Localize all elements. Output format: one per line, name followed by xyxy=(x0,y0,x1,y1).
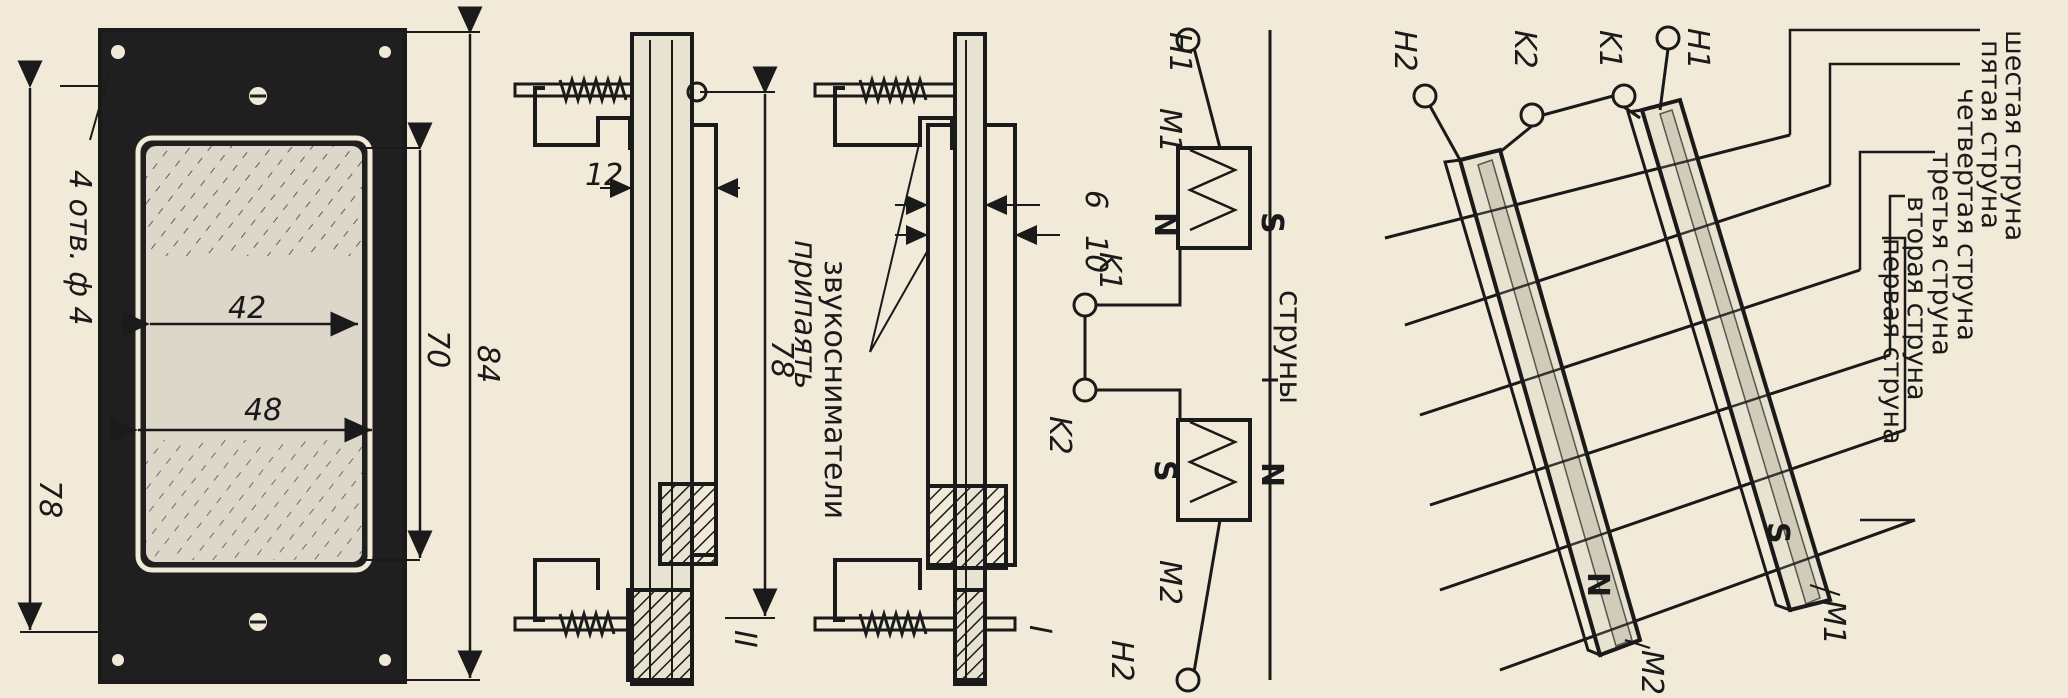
coil-label-m2: M2 xyxy=(1152,560,1187,605)
hatched-block xyxy=(626,588,694,682)
magnet-label-m2: M2 xyxy=(1634,650,1669,695)
terminal-h2 xyxy=(1175,667,1201,693)
coil-box-m1 xyxy=(1176,146,1252,250)
string-label-6: шестая струна xyxy=(1999,30,2030,241)
magnet-pole-s: S xyxy=(1760,522,1795,544)
magnet-bar xyxy=(953,32,987,686)
terminal-label-k1: K1 xyxy=(1092,252,1127,291)
dim-a: 6 xyxy=(1078,190,1113,209)
terminal-k1 xyxy=(1072,292,1098,318)
dim-length: 78 xyxy=(764,340,799,378)
pole-n2: N xyxy=(1254,462,1289,487)
window-frame xyxy=(135,135,373,573)
terminal-label-h1: H1 xyxy=(1680,28,1715,70)
string-label-5: пятая струна xyxy=(1975,40,2006,229)
mount-hole xyxy=(379,654,391,666)
terminal-h2 xyxy=(1412,83,1438,109)
dim-b: 10 xyxy=(1078,235,1113,273)
terminal-label-h2: H2 xyxy=(1387,30,1422,72)
dim-frame-width: 48 xyxy=(244,393,282,428)
section-right: 6 10 78 I звукосниматели припаять xyxy=(700,32,1113,686)
string-label-4: четвертая струна xyxy=(1951,88,1982,341)
strings-label: струны xyxy=(1272,290,1307,404)
mount-hole xyxy=(112,654,124,666)
terminal-label-k1: K1 xyxy=(1592,30,1627,69)
magnet-label-m1: M1 xyxy=(1816,600,1851,645)
terminal-k2 xyxy=(1519,102,1545,128)
dim-window-width: 42 xyxy=(228,291,266,326)
terminal-label-h2: H2 xyxy=(1104,640,1139,682)
pole-n1: N xyxy=(1147,212,1182,237)
dim-window-height: 70 xyxy=(420,330,455,368)
string-leaders xyxy=(1788,28,1980,522)
magnet-bar xyxy=(630,32,694,686)
coil-box-m2 xyxy=(1176,418,1252,522)
magnet-pole-n: N xyxy=(1580,572,1615,597)
coil-label-m1: M1 xyxy=(1152,108,1187,153)
terminal-h1 xyxy=(1175,27,1201,53)
section-label-ii: II xyxy=(727,630,762,648)
string-lines xyxy=(1384,133,1916,672)
terminal-k2 xyxy=(1072,377,1098,403)
pole-s2: S xyxy=(1147,460,1182,482)
section-left: 12 II xyxy=(513,32,762,686)
mount-hole xyxy=(379,46,391,58)
hatched-block xyxy=(926,484,1008,570)
magnet-s xyxy=(1626,97,1833,613)
string-labels: шестая струна пятая струна четвертая стр… xyxy=(1877,30,2030,445)
section-label-i: I xyxy=(1022,625,1057,634)
mount-hole xyxy=(111,45,125,59)
terminal-label-k2: K2 xyxy=(1507,30,1542,69)
dim-hole-spacing: 78 xyxy=(32,480,67,518)
dim-panel-height: 84 xyxy=(470,345,505,383)
terminal-label-h1: H1 xyxy=(1162,32,1197,74)
dim-thickness: 12 xyxy=(585,158,623,193)
terminal-k1 xyxy=(1611,83,1637,109)
terminal-label-k2: K2 xyxy=(1042,416,1077,455)
panel-dimensions: 42 48 70 84 78 4 отв. ф 4 xyxy=(17,6,505,681)
callout-pickups: звукосниматели xyxy=(817,260,852,519)
perspective-view: S N H1 K1 K2 H2 M1 M2 xyxy=(1384,25,1916,695)
front-panel xyxy=(20,28,407,684)
terminal-h1 xyxy=(1655,25,1681,51)
callout-solder: припаять xyxy=(787,240,822,389)
string-label-3: третья струна xyxy=(1926,152,1957,356)
pole-s1: S xyxy=(1254,212,1289,234)
hatched-block xyxy=(953,588,987,682)
string-label-1: первая струна xyxy=(1877,238,1908,445)
holes-note: 4 отв. ф 4 xyxy=(62,170,97,325)
schematic: струны H1 K1 K2 H2 M1 M2 N S S N xyxy=(1042,27,1307,693)
hatched-block xyxy=(658,482,718,566)
magnet-n xyxy=(1443,147,1643,658)
string-label-2: вторая струна xyxy=(1901,196,1932,401)
